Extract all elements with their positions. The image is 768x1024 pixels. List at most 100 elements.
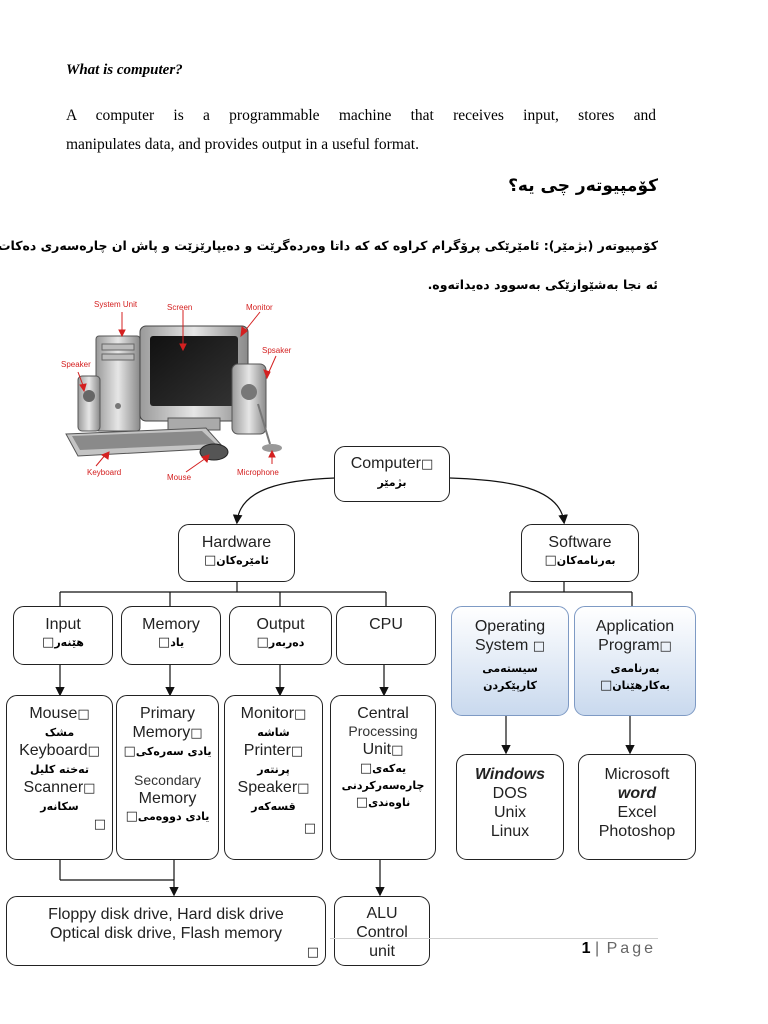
input-keyboard-kurdish: تەختە کلیل — [7, 761, 112, 778]
node-cpu-detail: Central Processing Unit□ یەکەی□ چارەسەرک… — [330, 695, 436, 860]
page-separator: | — [595, 940, 602, 957]
missing-glyph-icon: □ — [600, 678, 612, 693]
missing-glyph-icon: □ — [257, 635, 269, 650]
cpu-kurdish-3: ناوەندی — [368, 796, 410, 809]
storage-line-1: Floppy disk drive, Hard disk drive — [7, 905, 325, 924]
node-input: Input هێنەر□ — [13, 606, 113, 665]
node-app-list: Microsoft word Excel Photoshop — [578, 754, 696, 860]
output-monitor: Monitor — [241, 705, 294, 722]
missing-glyph-icon: □ — [307, 945, 319, 960]
missing-glyph-icon: □ — [83, 781, 95, 796]
alu-line-3: unit — [335, 942, 429, 961]
node-hardware: Hardware ئامێرەکان□ — [178, 524, 295, 582]
node-memory-types: Primary Memory□ یادی سەرەکی□ Secondary M… — [116, 695, 219, 860]
node-alu: ALU Control unit — [334, 896, 430, 966]
os-windows: Windows — [457, 765, 563, 784]
cpu-kurdish-1: یەکەی — [372, 762, 406, 775]
missing-glyph-icon: □ — [660, 639, 672, 654]
os-dos: DOS — [457, 784, 563, 803]
node-software-kurdish: بەرنامەکان — [557, 554, 616, 567]
node-app-kurdish-1: بەرنامەی — [575, 660, 695, 677]
node-operating-system: Operating System □ سیستەمی کارپێکردن — [451, 606, 569, 716]
page-number: 1 — [582, 940, 591, 957]
missing-glyph-icon: □ — [391, 743, 403, 758]
missing-glyph-icon: □ — [94, 817, 106, 832]
page-footer: 1 | Page — [582, 940, 656, 958]
node-application-program: Application Program□ بەرنامەی بەکارهێنان… — [574, 606, 696, 716]
node-output-kurdish: دەربەر — [269, 636, 305, 649]
memory-secondary-2: Memory — [117, 789, 218, 808]
missing-glyph-icon: □ — [304, 821, 316, 836]
node-output-label: Output — [230, 615, 331, 634]
node-computer-kurdish: بژمێر — [335, 474, 449, 491]
missing-glyph-icon: □ — [356, 795, 368, 810]
missing-glyph-icon: □ — [297, 781, 309, 796]
os-linux: Linux — [457, 822, 563, 841]
missing-glyph-icon: □ — [124, 744, 136, 759]
memory-primary-1: Primary — [117, 704, 218, 723]
output-printer-kurdish: پرنتەر — [225, 761, 322, 778]
missing-glyph-icon: □ — [360, 761, 372, 776]
node-os-kurdish-1: سیستەمی — [452, 660, 568, 677]
missing-glyph-icon: □ — [88, 744, 100, 759]
node-computer: Computer□ بژمێر — [334, 446, 450, 502]
cpu-processing: Processing — [331, 723, 435, 740]
missing-glyph-icon: □ — [190, 726, 202, 741]
node-cpu: CPU — [336, 606, 436, 665]
app-photoshop: Photoshop — [579, 822, 695, 841]
missing-glyph-icon: □ — [204, 553, 216, 568]
missing-glyph-icon: □ — [77, 707, 89, 722]
node-output: Output دەربەر□ — [229, 606, 332, 665]
node-app-label-2: Program — [598, 637, 659, 654]
node-hardware-label: Hardware — [179, 533, 294, 552]
node-memory: Memory یاد□ — [121, 606, 221, 665]
memory-primary-kurdish: یادی سەرەکی — [136, 745, 212, 758]
alu-line-1: ALU — [335, 904, 429, 923]
output-printer: Printer — [244, 742, 291, 759]
missing-glyph-icon: □ — [42, 635, 54, 650]
node-input-kurdish: هێنەر — [54, 636, 84, 649]
missing-glyph-icon: □ — [533, 639, 545, 654]
node-os-list: Windows DOS Unix Linux — [456, 754, 564, 860]
footer-rule — [330, 938, 658, 939]
input-mouse-kurdish: مشک — [7, 724, 112, 741]
output-speaker-kurdish: قسەکەر — [225, 798, 322, 815]
node-os-kurdish-2: کارپێکردن — [452, 677, 568, 694]
node-os-label-2: System — [475, 637, 528, 654]
output-monitor-kurdish: شاشە — [225, 724, 322, 741]
cpu-unit: Unit — [363, 741, 391, 758]
input-keyboard: Keyboard — [19, 742, 88, 759]
missing-glyph-icon: □ — [544, 553, 556, 568]
storage-line-2: Optical disk drive, Flash memory — [7, 924, 325, 943]
node-os-label-1: Operating — [452, 617, 568, 636]
node-app-label-1: Application — [575, 617, 695, 636]
input-scanner-kurdish: سکانەر — [7, 798, 112, 815]
node-storage: Floppy disk drive, Hard disk drive Optic… — [6, 896, 326, 966]
node-hardware-kurdish: ئامێرەکان — [216, 554, 269, 567]
node-input-label: Input — [14, 615, 112, 634]
node-cpu-label: CPU — [337, 615, 435, 634]
node-software-label: Software — [522, 533, 638, 552]
memory-secondary-kurdish: یادی دووەمی — [138, 810, 210, 823]
cpu-central: Central — [331, 704, 435, 723]
alu-line-2: Control — [335, 923, 429, 942]
os-unix: Unix — [457, 803, 563, 822]
missing-glyph-icon: □ — [158, 635, 170, 650]
input-scanner: Scanner — [24, 779, 84, 796]
memory-primary-2: Memory — [132, 724, 190, 741]
node-app-kurdish-2: بەکارهێنان — [612, 679, 670, 692]
app-microsoft: Microsoft — [579, 765, 695, 784]
node-input-devices: Mouse□ مشک Keyboard□ تەختە کلیل Scanner□… — [6, 695, 113, 860]
app-word: word — [579, 784, 695, 803]
app-excel: Excel — [579, 803, 695, 822]
missing-glyph-icon: □ — [126, 809, 138, 824]
memory-secondary-1: Secondary — [117, 772, 218, 789]
node-output-devices: Monitor□ شاشە Printer□ پرنتەر Speaker□ ق… — [224, 695, 323, 860]
missing-glyph-icon: □ — [421, 457, 433, 472]
node-computer-label: Computer — [351, 455, 421, 472]
node-software: Software بەرنامەکان□ — [521, 524, 639, 582]
missing-glyph-icon: □ — [294, 707, 306, 722]
node-memory-kurdish: یاد — [170, 636, 184, 649]
missing-glyph-icon: □ — [291, 744, 303, 759]
